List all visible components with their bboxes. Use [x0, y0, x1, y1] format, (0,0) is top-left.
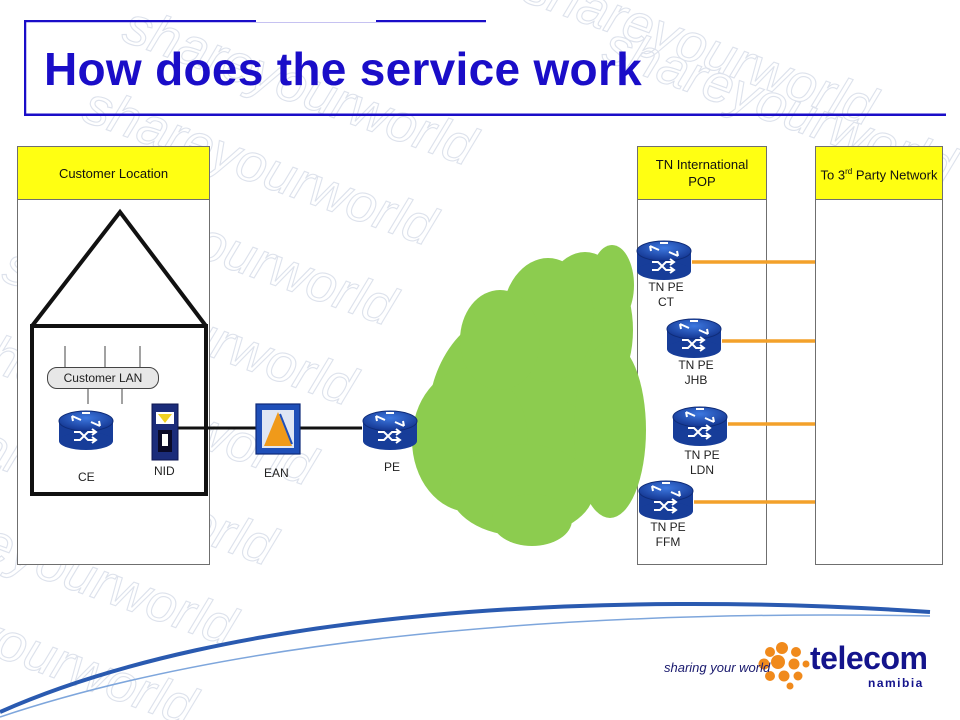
third-party-links [692, 260, 815, 504]
ce-label: CE [78, 470, 95, 484]
pe-jhb-router-icon [666, 318, 722, 359]
pe-ldn-label: TN PE LDN [682, 448, 722, 478]
pe-ffm-label: TN PE FFM [648, 520, 688, 550]
telecom-logo-subtext: namibia [868, 676, 924, 690]
page-title: How does the service work [44, 43, 643, 95]
nid-device-icon [151, 403, 179, 461]
pe-ct-label-line2: CT [658, 295, 674, 309]
telecom-logo-word: telecom [810, 640, 928, 676]
pe-ffm-label-line1: TN PE [650, 520, 686, 534]
customer-premises-house [30, 208, 208, 496]
tn-international-pop-header: TN International POP [638, 147, 766, 200]
telecom-logo-mark [758, 642, 810, 690]
third-party-header-prefix: To 3 [820, 167, 846, 183]
pop-header-line2: POP [688, 174, 716, 189]
customer-lan-bar: Customer LAN [47, 367, 159, 389]
nid-label: NID [154, 464, 175, 478]
ean-device-icon [255, 403, 301, 455]
pe-ct-router-icon [636, 240, 692, 281]
pe-ct-label: TN PE CT [646, 280, 686, 310]
pe-ffm-label-line2: FFM [655, 535, 681, 549]
pop-header-line1: TN International [655, 157, 749, 172]
branding-tagline: sharing your world [664, 660, 771, 675]
third-party-header-suffix: Party Network [852, 167, 938, 183]
core-network-cloud [412, 245, 646, 546]
pe-jhb-label: TN PE JHB [676, 358, 716, 388]
pe-ct-label-line1: TN PE [648, 280, 684, 294]
pe-ldn-router-icon [672, 406, 728, 447]
pe-ldn-label-line1: TN PE [684, 448, 720, 462]
pe-ffm-router-icon [638, 480, 694, 521]
ean-label: EAN [264, 466, 289, 480]
pe-jhb-label-line2: JHB [684, 373, 708, 387]
customer-lan-stubs [64, 346, 141, 404]
customer-location-header: Customer Location [18, 147, 209, 200]
title-frame [24, 20, 946, 116]
pe-label: PE [384, 460, 401, 474]
pe-jhb-label-line1: TN PE [678, 358, 714, 372]
third-party-network-column: To 3rd Party Network [815, 146, 943, 565]
pe-router-icon [362, 410, 418, 451]
third-party-network-header: To 3rd Party Network [816, 147, 942, 200]
third-party-header-sup: rd [845, 166, 853, 176]
pe-ldn-label-line2: LDN [689, 463, 714, 477]
bottom-swoosh [0, 601, 931, 718]
ce-router-icon [58, 410, 114, 451]
